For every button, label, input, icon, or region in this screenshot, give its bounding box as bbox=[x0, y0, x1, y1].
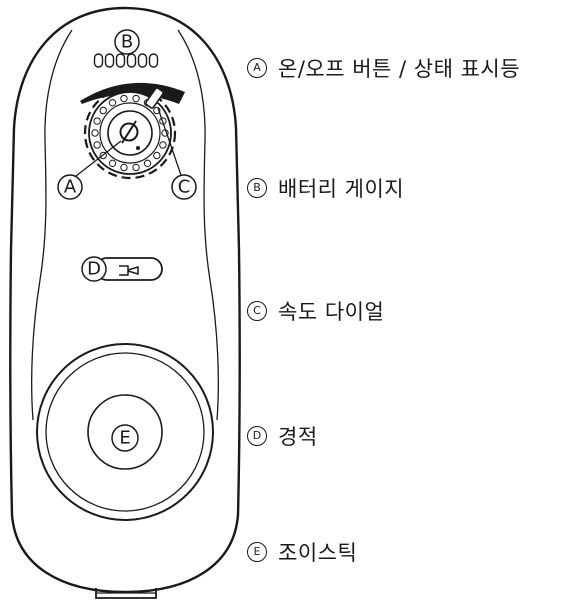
battery-segment bbox=[104, 53, 115, 68]
speed-dial-knurl[interactable] bbox=[83, 86, 177, 180]
callout-b: B bbox=[114, 29, 140, 55]
speed-dial-bump bbox=[108, 98, 117, 107]
legend-label-speed-dial: 속도 다이얼 bbox=[278, 300, 385, 324]
on-off-button[interactable] bbox=[107, 110, 153, 156]
speed-dial-bump bbox=[159, 141, 167, 149]
battery-segment bbox=[137, 53, 148, 68]
callout-c-letter: C bbox=[178, 177, 191, 198]
battery-segment bbox=[93, 53, 104, 68]
speed-dial-inner-ring bbox=[99, 102, 161, 164]
power-icon bbox=[119, 122, 139, 142]
callout-d-letter: D bbox=[87, 259, 101, 280]
legend-label-battery: 배터리 게이지 bbox=[278, 177, 405, 201]
legend-label-on-off: 온/오프 버튼 / 상태 표시등 bbox=[278, 57, 521, 81]
callout-a: A bbox=[57, 174, 83, 200]
speed-dial-bump bbox=[91, 129, 99, 137]
legend-item-battery: B 배터리 게이지 bbox=[247, 173, 404, 203]
legend-label-joystick: 조이스틱 bbox=[278, 541, 358, 565]
callout-a-circle bbox=[57, 174, 83, 200]
joystick-knob[interactable] bbox=[87, 394, 163, 470]
callout-d: D bbox=[81, 256, 107, 282]
callout-c-circle bbox=[171, 174, 197, 200]
legend-item-joystick: E 조이스틱 bbox=[247, 537, 357, 567]
battery-gauge bbox=[93, 53, 159, 68]
legend: A 온/오프 버튼 / 상태 표시등 B 배터리 게이지 C 속도 다이얼 D … bbox=[247, 0, 577, 603]
callout-e-letter: E bbox=[119, 428, 130, 449]
legend-marker-a: A bbox=[247, 58, 267, 78]
power-icon-slash bbox=[121, 120, 137, 144]
legend-marker-e: E bbox=[247, 542, 267, 562]
callout-d-circle bbox=[81, 256, 107, 282]
callout-b-letter: B bbox=[121, 32, 133, 53]
speed-dial-indicator[interactable] bbox=[145, 87, 164, 109]
speed-dial-bump bbox=[143, 159, 152, 168]
callout-a-letter: A bbox=[64, 177, 77, 198]
speed-dial-bump bbox=[108, 159, 117, 168]
speed-dial-bump bbox=[99, 151, 107, 160]
callout-e: E bbox=[111, 424, 139, 452]
callout-c: C bbox=[171, 174, 197, 200]
speed-dial-bump bbox=[153, 151, 161, 160]
legend-marker-c: C bbox=[247, 301, 267, 321]
speed-dial-bump bbox=[153, 106, 161, 115]
inner-contour-right bbox=[177, 29, 219, 421]
legend-item-horn: D 경적 bbox=[247, 421, 318, 451]
horn-icon bbox=[119, 265, 139, 276]
on-off-button-face[interactable] bbox=[107, 110, 153, 156]
legend-label-horn: 경적 bbox=[278, 425, 318, 449]
speed-dial-bump bbox=[132, 94, 140, 103]
joystick-outer-ring bbox=[36, 343, 214, 521]
callout-b-circle bbox=[114, 29, 140, 55]
battery-segment bbox=[115, 53, 126, 68]
battery-segment bbox=[148, 53, 159, 68]
speed-dial-bump bbox=[120, 163, 128, 172]
legend-marker-d: D bbox=[247, 426, 267, 446]
leader-line-c bbox=[157, 107, 183, 179]
legend-item-speed-dial: C 속도 다이얼 bbox=[247, 296, 384, 326]
joystick-mid-ring bbox=[45, 352, 205, 512]
callout-e-circle bbox=[111, 424, 139, 452]
battery-segment bbox=[126, 53, 137, 68]
speed-dial-bump bbox=[120, 94, 128, 103]
speed-dial-bump bbox=[132, 163, 140, 172]
leader-line-a bbox=[75, 140, 122, 177]
inner-contour-left bbox=[31, 29, 73, 421]
speed-dial-bump bbox=[99, 106, 107, 115]
speed-dial-bump bbox=[93, 117, 101, 125]
joystick[interactable] bbox=[36, 343, 214, 521]
legend-marker-b: B bbox=[247, 178, 267, 198]
status-light bbox=[136, 146, 140, 150]
legend-item-on-off: A 온/오프 버튼 / 상태 표시등 bbox=[247, 53, 520, 83]
speed-dial-bump bbox=[93, 141, 101, 149]
controller-body bbox=[9, 6, 241, 594]
